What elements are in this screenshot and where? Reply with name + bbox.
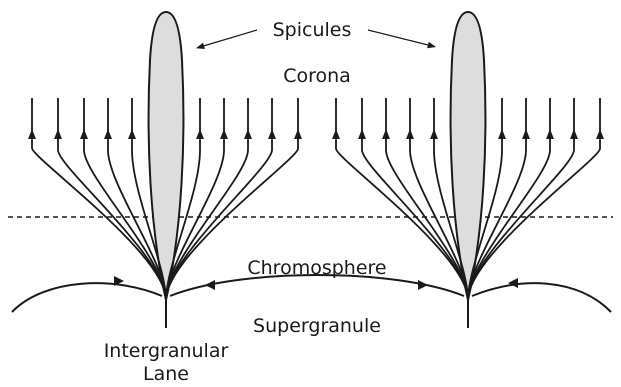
arrow-up-icon [196,129,204,139]
arrow-right-icon [418,280,428,290]
arrow-up-icon [332,129,340,139]
arrow-up-icon [220,129,228,139]
arrow-up-icon [28,129,36,139]
arrow-up-icon [596,129,604,139]
supergranule-arc-right [472,283,611,312]
arrow-up-icon [522,129,530,139]
label-chromosphere: Chromosphere [247,257,386,279]
arrow-up-icon [430,129,438,139]
arrow-up-icon [54,129,62,139]
arrow-left-icon [205,280,215,290]
label-lane: Lane [143,363,189,385]
label-spicules: Spicules [273,19,352,41]
arrow-up-icon [406,129,414,139]
arrow-up-icon [498,129,506,139]
arrow-up-icon [80,129,88,139]
label-corona: Corona [283,65,351,87]
field-line [32,98,166,300]
arrow-up-icon [244,129,252,139]
field-line [468,98,600,300]
arrow-up-icon [546,129,554,139]
arrow-up-icon [294,129,302,139]
arrow-up-icon [104,129,112,139]
arrow-up-icon [128,129,136,139]
spicules-pointer-right [368,30,432,46]
supergranule-arc-left [12,283,162,312]
arrow-up-icon [268,129,276,139]
arrow-up-icon [358,129,366,139]
arrow-left-icon [508,278,518,288]
spicules-pointer-left [200,30,257,47]
arrow-up-icon [570,129,578,139]
label-intergranular: Intergranular [104,340,229,362]
label-supergranule: Supergranule [253,315,381,337]
arrow-up-icon [382,129,390,139]
